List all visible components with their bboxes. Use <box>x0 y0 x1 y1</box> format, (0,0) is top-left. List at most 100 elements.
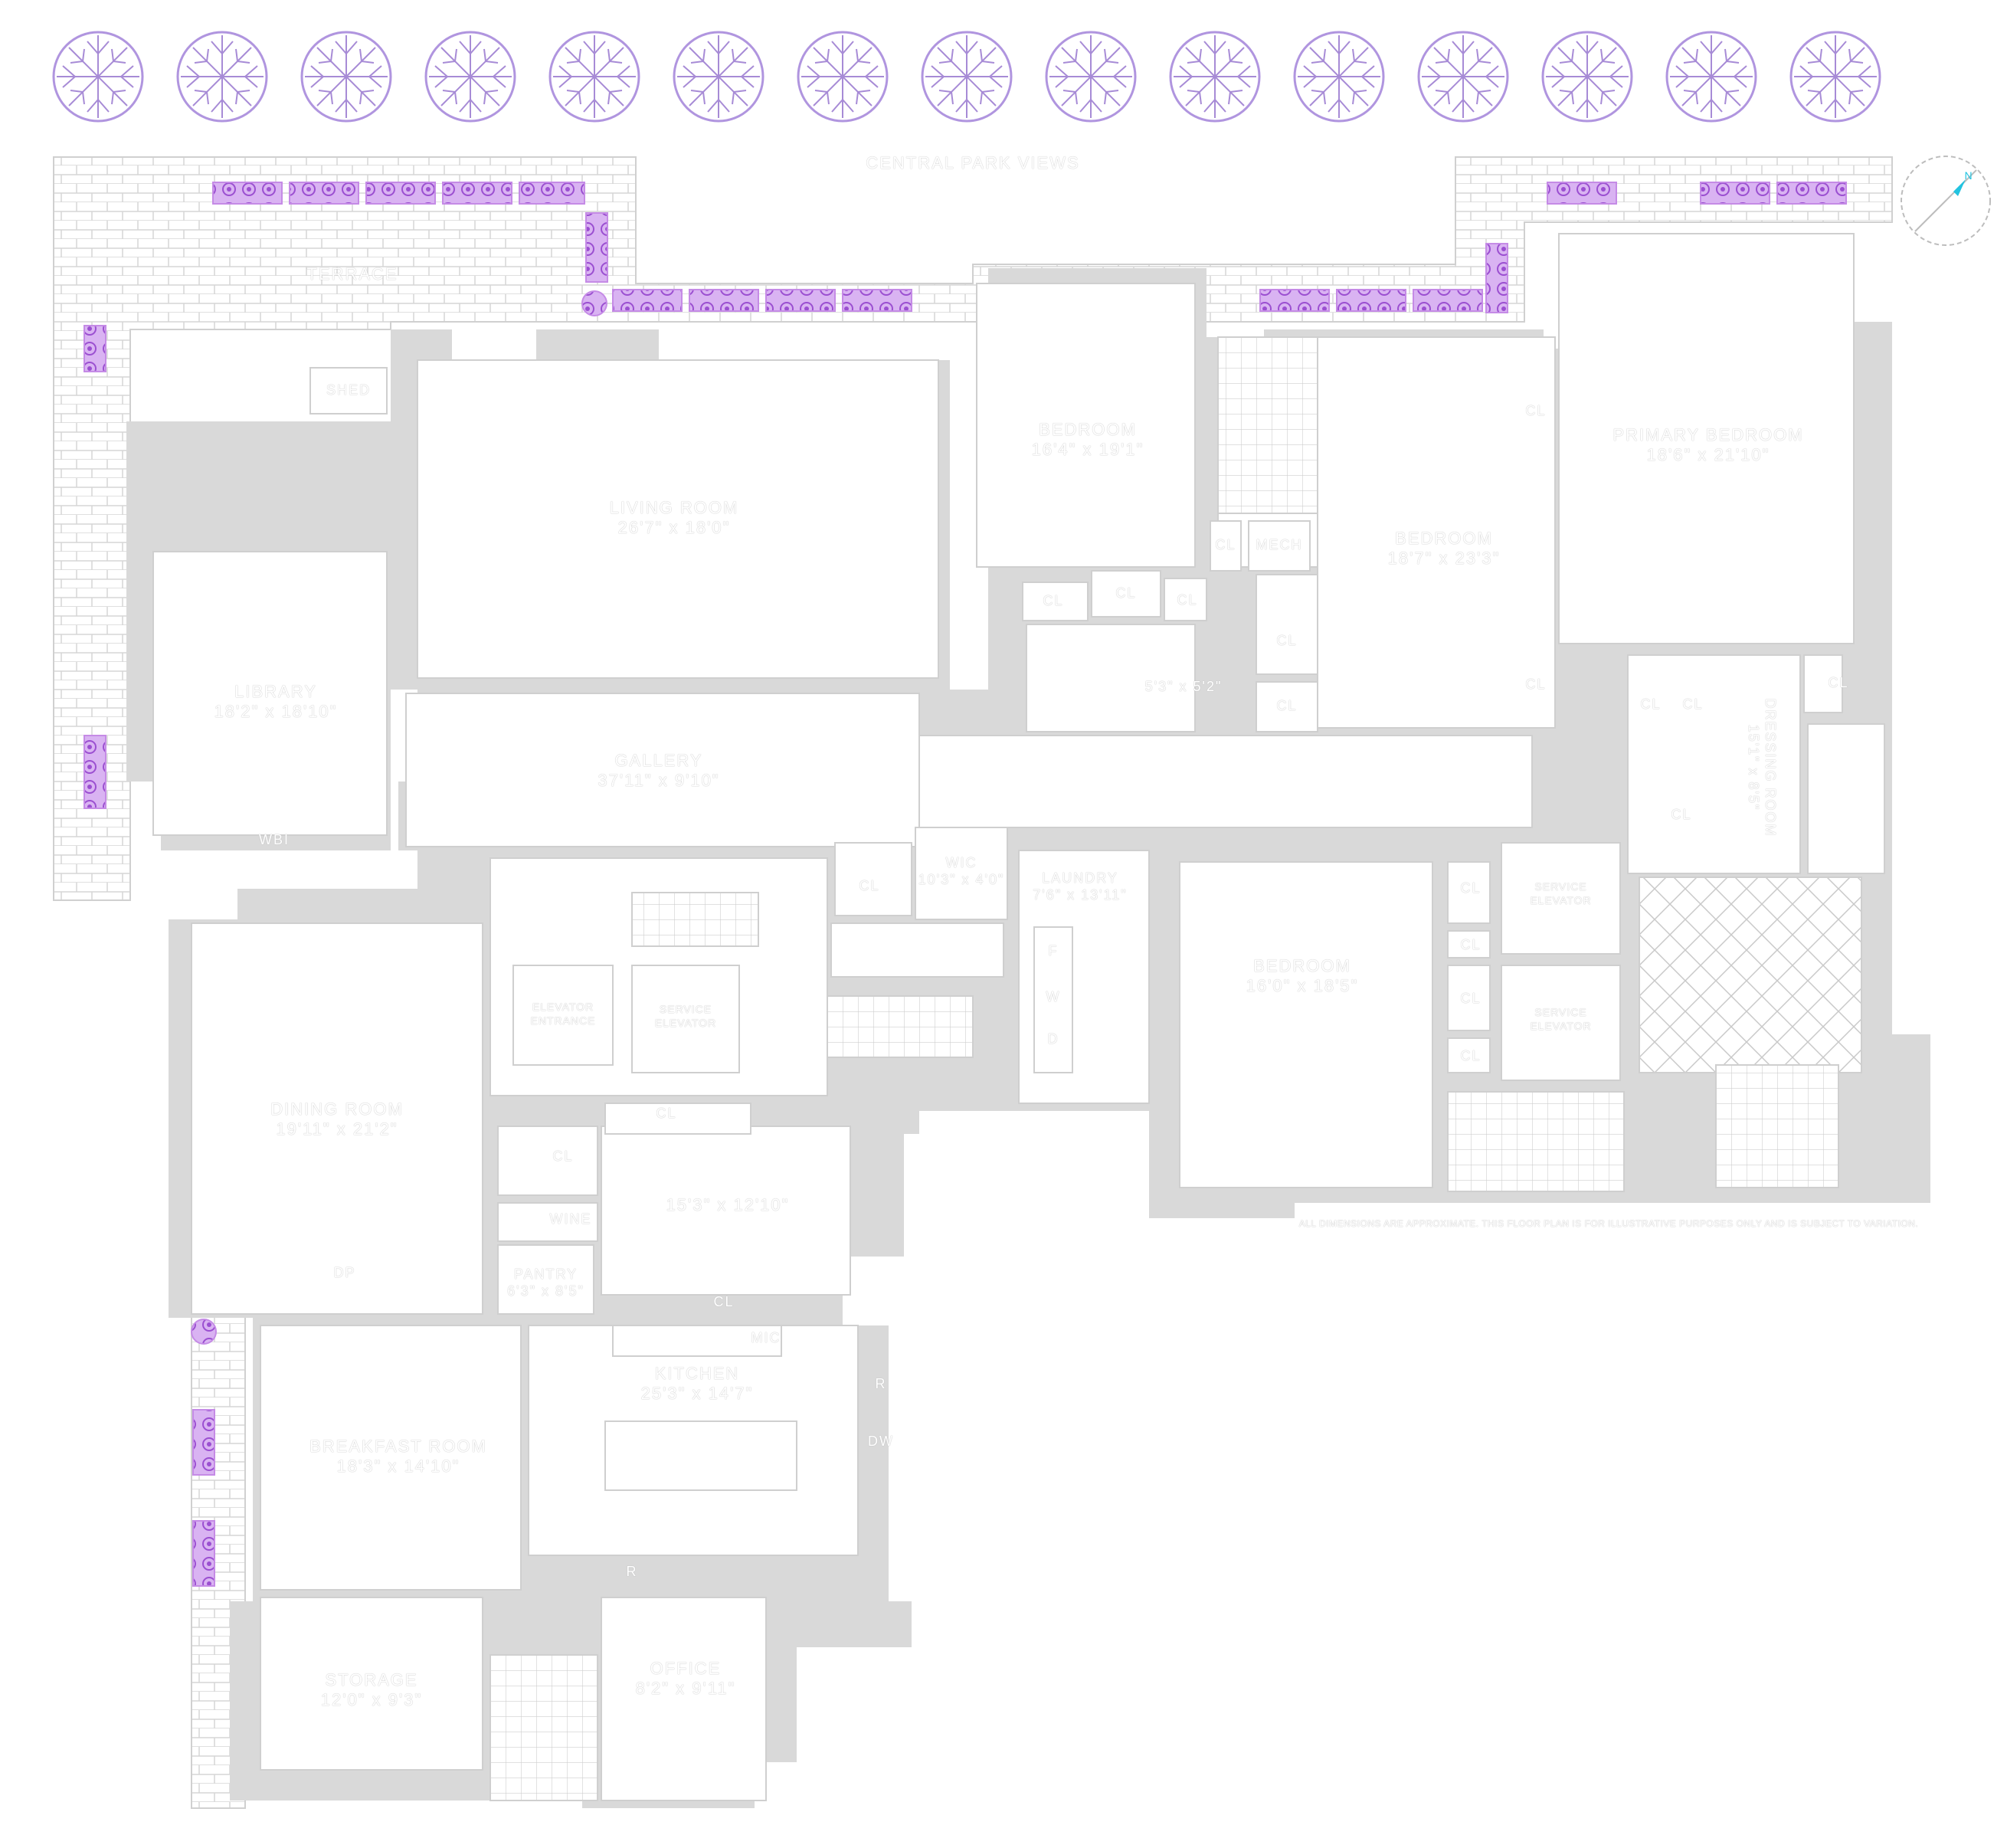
f-label: F <box>1048 943 1059 958</box>
kitchen-label: KITCHEN 25'3" x 14'7" <box>598 1364 797 1404</box>
gallery-name: GALLERY <box>614 751 703 770</box>
mic-label: MIC <box>751 1330 781 1345</box>
breakfast-room-size: 18'3" x 14'10" <box>336 1456 460 1476</box>
laundry-size: 7'6" x 13'11" <box>1033 887 1128 903</box>
pantry-name: PANTRY <box>513 1266 578 1282</box>
dressing-room <box>1627 654 1801 874</box>
dressing-room-label: DRESSING ROOM 15'1" x 8'5" <box>1745 683 1779 852</box>
dining-room-name: DINING ROOM <box>270 1099 404 1119</box>
pantry-size: 6'3" x 8'5" <box>507 1283 584 1299</box>
living-room-size: 26'7" x 18'0" <box>617 518 731 537</box>
office-name: OFFICE <box>650 1659 722 1678</box>
r-label-2: R <box>626 1564 638 1579</box>
bedroom-a-label: BEDROOM 16'4" x 19'1" <box>996 420 1180 460</box>
wic-label: WIC 10'3" x 4'0" <box>915 854 1007 888</box>
service-elevator-3-label: SERVICE ELEVATOR <box>1530 1006 1592 1032</box>
elevator-entrance-label: ELEVATOR ENTRANCE <box>530 1001 596 1027</box>
bedroom-c <box>1179 861 1433 1188</box>
dressing-room-name: DRESSING ROOM <box>1763 698 1778 837</box>
cl-label-6: CL <box>1276 698 1298 713</box>
bedroom-c-size: 16'0" x 18'5" <box>1246 976 1359 995</box>
bedroom-c-name: BEDROOM <box>1253 956 1351 975</box>
dw-label: DW <box>868 1434 894 1449</box>
cl-label-18: CL <box>656 1106 677 1121</box>
primary-bedroom <box>1558 233 1855 644</box>
cl-label-16: CL <box>1460 991 1482 1006</box>
library-size: 18'2" x 18'10" <box>214 702 338 721</box>
elevator-entrance <box>512 965 614 1066</box>
compass-icon <box>1901 156 1991 246</box>
w-label: W <box>1046 989 1061 1004</box>
cl-label-11: CL <box>1671 807 1692 822</box>
primary-bedroom-label: PRIMARY BEDROOM 18'6" x 21'10" <box>1586 425 1831 465</box>
room-mid <box>601 1126 851 1296</box>
kitchen-name: KITCHEN <box>654 1364 740 1383</box>
service-elevator-2 <box>1501 842 1621 955</box>
cl-label-7: CL <box>1525 403 1547 418</box>
storage-size: 12'0" x 9'3" <box>320 1690 423 1709</box>
shed <box>309 367 388 414</box>
service-elevator-3 <box>1501 965 1621 1081</box>
bedroom-a <box>976 283 1196 568</box>
storage <box>260 1597 483 1771</box>
cl-label-13: CL <box>859 878 880 893</box>
bedroom-b-label: BEDROOM 18'7" x 23'3" <box>1348 529 1540 568</box>
gallery-size: 37'11" x 9'10" <box>598 771 720 790</box>
library <box>152 551 388 836</box>
cl-label-14: CL <box>1460 880 1482 896</box>
r-label: R <box>875 1376 887 1391</box>
disclaimer: ALL DIMENSIONS ARE APPROXIMATE. THIS FLO… <box>1298 1218 1919 1229</box>
dressing-room-size: 15'1" x 8'5" <box>1746 724 1761 811</box>
wic-name: WIC <box>945 855 977 870</box>
dining-room <box>191 922 483 1315</box>
mech-label: MECH <box>1256 537 1303 552</box>
closet-small-label: 5'3" x 5'2" <box>1144 679 1223 694</box>
living-room-label: LIVING ROOM 26'7" x 18'0" <box>536 498 812 538</box>
cl-label-17: CL <box>1460 1048 1482 1063</box>
bedroom-a-size: 16'4" x 19'1" <box>1031 440 1144 459</box>
wic-size: 10'3" x 4'0" <box>918 872 1005 887</box>
cl-label-8: CL <box>1525 677 1547 692</box>
living-room <box>417 359 939 679</box>
terrace-label: TERRACE <box>306 264 398 283</box>
wine-label: WINE <box>549 1211 592 1227</box>
primary-bedroom-name: PRIMARY BEDROOM <box>1612 425 1804 444</box>
office <box>601 1597 767 1801</box>
office-label: OFFICE 8'2" x 9'11" <box>613 1659 758 1699</box>
room-mid-label: 15'3" x 12'10" <box>666 1195 790 1214</box>
cl-label-1: CL <box>1043 593 1064 608</box>
cl-label-15: CL <box>1460 937 1482 952</box>
central-park-views-label: CENTRAL PARK VIEWS <box>866 153 1080 172</box>
kitchen-size: 25'3" x 14'7" <box>640 1384 754 1403</box>
breakfast-room <box>260 1325 522 1591</box>
bedroom-c-label: BEDROOM 16'0" x 18'5" <box>1203 956 1402 996</box>
cl-label-20: CL <box>713 1294 735 1309</box>
dining-room-label: DINING ROOM 19'11" x 21'2" <box>207 1099 467 1139</box>
laundry-label: LAUNDRY 7'6" x 13'11" <box>1019 870 1141 903</box>
bedroom-a-name: BEDROOM <box>1039 420 1137 439</box>
breakfast-room-name: BREAKFAST ROOM <box>309 1437 487 1456</box>
laundry-name: LAUNDRY <box>1042 870 1118 886</box>
rooms <box>152 233 1885 1801</box>
dp-label: DP <box>333 1265 356 1280</box>
primary-bedroom-size: 18'6" x 21'10" <box>1646 445 1770 464</box>
d-label: D <box>1047 1031 1059 1047</box>
library-label: LIBRARY 18'2" x 18'10" <box>169 682 383 722</box>
service-elevator-2-label: SERVICE ELEVATOR <box>1530 880 1592 906</box>
cl-label-5: CL <box>1276 633 1298 648</box>
wic <box>915 827 1008 920</box>
cl-label-9: CL <box>1640 696 1662 712</box>
service-elevator-1 <box>631 965 740 1073</box>
compass-north-label: N <box>1964 169 1973 182</box>
pantry-label: PANTRY 6'3" x 8'5" <box>498 1266 594 1299</box>
office-size: 8'2" x 9'11" <box>635 1679 736 1698</box>
storage-name: STORAGE <box>325 1670 418 1689</box>
cl-label-12: CL <box>1828 675 1849 690</box>
shed-label: SHED <box>326 382 371 398</box>
bedroom-b-size: 18'7" x 23'3" <box>1387 549 1501 568</box>
bedroom-b-name: BEDROOM <box>1395 529 1493 548</box>
wbi-label: WBI <box>259 832 290 847</box>
living-room-name: LIVING ROOM <box>609 498 739 517</box>
pantry <box>497 1244 594 1315</box>
